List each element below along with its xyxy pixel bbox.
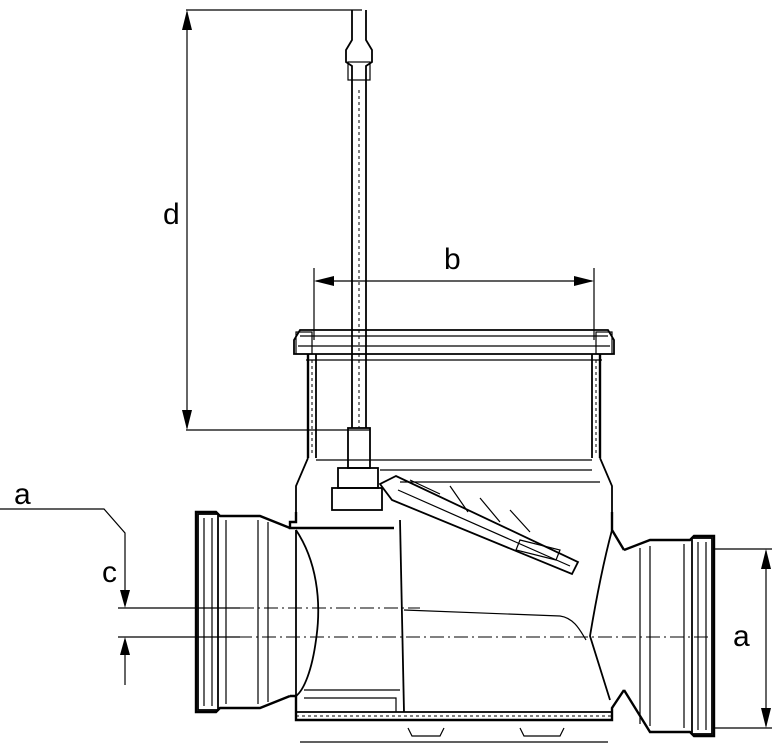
check-flap <box>378 474 580 576</box>
dimension-d: d <box>163 9 370 431</box>
label-c: c <box>102 556 117 589</box>
main-pipe-body <box>288 512 626 743</box>
label-a-left: a <box>14 478 31 511</box>
left-socket <box>194 510 291 714</box>
label-a-right: a <box>733 620 750 653</box>
dimension-a-right: a <box>714 548 772 729</box>
actuator-rod <box>331 10 383 511</box>
right-socket <box>622 534 716 738</box>
dimension-c: c <box>102 556 240 685</box>
label-d: d <box>163 198 180 231</box>
riser-housing <box>295 354 613 512</box>
top-flange <box>293 329 615 361</box>
leader-a-left: a <box>0 478 126 590</box>
centerlines <box>118 607 708 638</box>
label-b: b <box>444 243 461 276</box>
dimension-b: b <box>313 243 595 340</box>
